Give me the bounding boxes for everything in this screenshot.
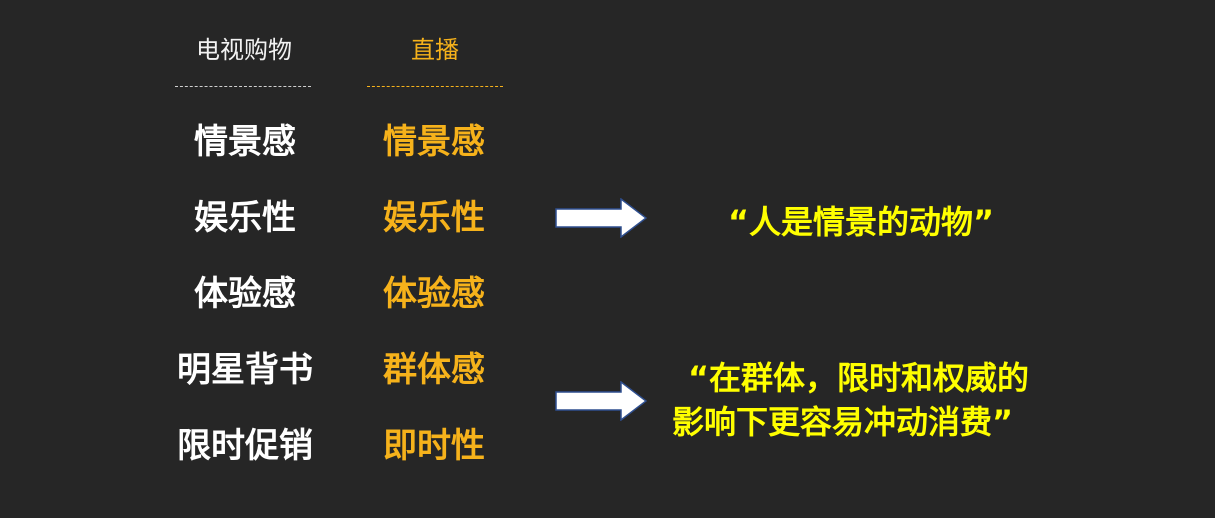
tv-shopping-list: 情景感 娱乐性 体验感 明星背书 限时促销 xyxy=(165,118,325,498)
situational-quote: “人是情景的动物” xyxy=(728,203,995,241)
quote-line: “在群体，限时和权威的 xyxy=(688,359,1030,397)
live-item: 情景感 xyxy=(383,122,485,162)
tv-shopping-item: 明星背书 xyxy=(177,350,313,390)
quote-line: 影响下更容易冲动消费” xyxy=(672,403,1014,441)
right-arrow-icon xyxy=(555,381,647,421)
live-list: 情景感 娱乐性 体验感 群体感 即时性 xyxy=(366,118,502,498)
live-divider xyxy=(367,86,503,87)
tv-shopping-item: 体验感 xyxy=(194,274,296,314)
live-item: 体验感 xyxy=(383,274,485,314)
impulse-consumption-quote: “在群体，限时和权威的 影响下更容易冲动消费” xyxy=(672,356,1029,444)
tv-shopping-item: 娱乐性 xyxy=(194,198,296,238)
tv-shopping-header: 电视购物 xyxy=(196,36,292,64)
tv-shopping-item: 情景感 xyxy=(194,122,296,162)
live-item: 即时性 xyxy=(383,426,485,466)
live-item: 群体感 xyxy=(383,350,485,390)
tv-shopping-divider xyxy=(175,86,311,87)
tv-shopping-item: 限时促销 xyxy=(177,426,313,466)
live-header: 直播 xyxy=(411,36,459,64)
right-arrow-icon xyxy=(555,198,647,238)
live-item: 娱乐性 xyxy=(383,198,485,238)
